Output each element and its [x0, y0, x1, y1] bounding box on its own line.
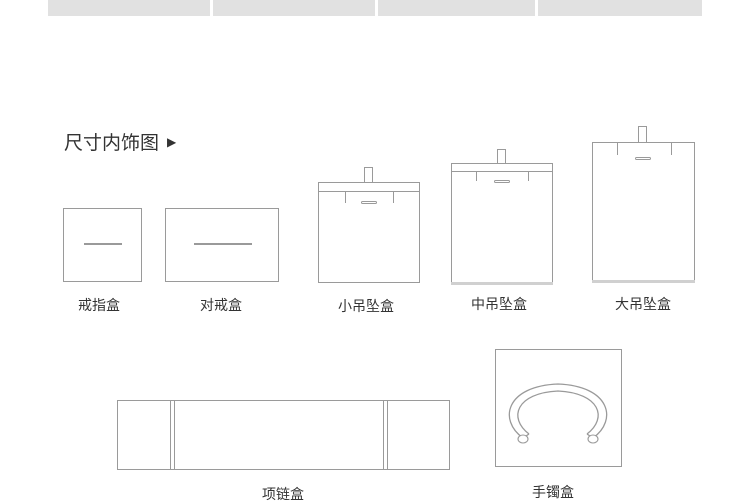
hanger-tab [497, 149, 506, 165]
box-lid-line [452, 171, 552, 172]
necklace-panel-divider [174, 401, 175, 469]
necklace-box-caption: 项链盒 [262, 487, 304, 503]
box-base-edge [592, 280, 695, 283]
pair-ring-box-caption: 对戒盒 [200, 298, 242, 314]
top-bar [48, 0, 702, 16]
play-arrow-icon: ▶ [167, 134, 177, 149]
hang-slot [361, 201, 377, 204]
medium-pendant-box-drawing [451, 163, 553, 283]
bracelet-drawing [508, 383, 608, 444]
large-pendant-box-caption: 大吊坠盒 [615, 297, 671, 313]
lid-tick [617, 143, 618, 155]
lid-tick [671, 143, 672, 155]
top-bar-segment [213, 0, 375, 16]
top-bar-segment [48, 0, 210, 16]
ring-box-drawing [63, 208, 142, 282]
pair-ring-box-drawing [165, 208, 279, 282]
hanger-tab [638, 126, 647, 143]
large-pendant-box-drawing [592, 142, 695, 281]
box-base-edge [451, 282, 553, 285]
small-pendant-box-caption: 小吊坠盒 [338, 299, 394, 315]
lid-tick [345, 191, 346, 203]
ring-box-caption: 戒指盒 [78, 298, 120, 314]
box-lid-line [319, 191, 419, 192]
lid-tick [528, 171, 529, 181]
necklace-panel-divider [383, 401, 384, 469]
necklace-panel-divider [387, 401, 388, 469]
section-title-text: 尺寸内饰图 [64, 132, 160, 154]
bracelet-box-caption: 手镯盒 [532, 485, 574, 501]
top-bar-segment [538, 0, 702, 16]
ring-slot [194, 243, 252, 245]
top-bar-segment [378, 0, 535, 16]
section-title: 尺寸内饰图 ▶ [64, 128, 176, 155]
necklace-box-drawing [117, 400, 450, 470]
necklace-panel-divider [170, 401, 171, 469]
small-pendant-box-drawing [318, 182, 420, 283]
medium-pendant-box-caption: 中吊坠盒 [471, 297, 527, 313]
hang-slot [635, 157, 651, 160]
bracelet-box-drawing [495, 349, 622, 467]
lid-tick [476, 171, 477, 181]
hanger-tab [364, 167, 373, 183]
ring-slot [84, 243, 122, 245]
hang-slot [494, 180, 510, 183]
lid-tick [393, 191, 394, 203]
